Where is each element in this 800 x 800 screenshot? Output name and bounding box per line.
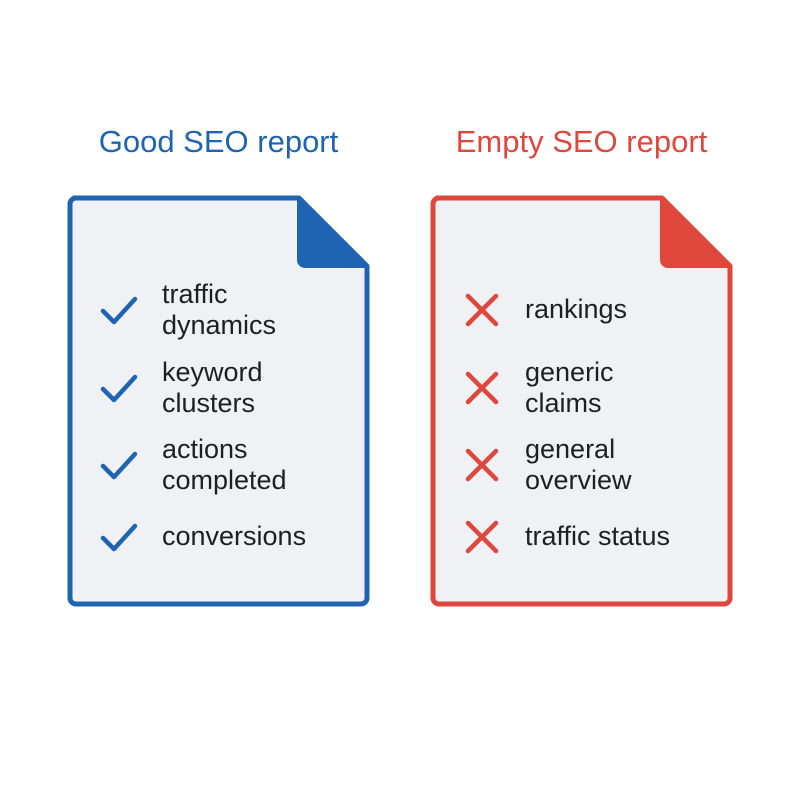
empty-report-title: Empty SEO report [455,124,708,159]
checkmark-icon [100,291,138,329]
empty-report-item-label: traffic status [525,521,671,551]
good-report-document-icon [67,195,370,607]
cross-icon [463,518,501,556]
good-report-panel: Good SEO report traffic dynamics keyword… [66,0,371,620]
checkmark-icon [100,446,138,484]
empty-report-page-fold [660,198,730,268]
checkmark-icon [100,518,138,556]
empty-report-item-label: general overview [525,434,632,495]
cross-icon [463,291,501,329]
empty-report-item-label: generic claims [525,357,614,418]
empty-report-document-icon [430,195,733,607]
good-report-item-label: traffic dynamics [162,279,277,340]
good-report-item-label: keyword clusters [162,357,263,418]
good-report-list: traffic dynamics keyword clusters action… [66,194,371,608]
empty-report-list: rankings generic claims general overview [429,194,734,608]
good-report-page-fold [297,198,367,268]
cross-icon [463,369,501,407]
cross-icon [463,446,501,484]
good-report-item-label: conversions [162,521,307,551]
good-report-title: Good SEO report [98,124,339,159]
empty-report-panel: Empty SEO report rankings generic claims [429,0,734,620]
empty-report-item-label: rankings [525,294,628,324]
checkmark-icon [100,369,138,407]
good-report-item-label: actions completed [162,434,287,495]
